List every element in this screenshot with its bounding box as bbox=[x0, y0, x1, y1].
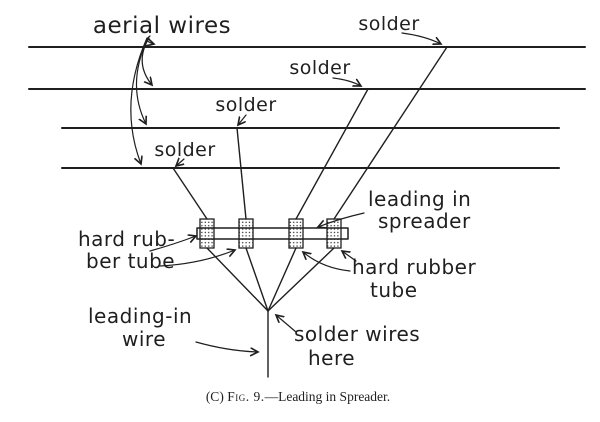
label-hard-rubber-right-line1: hard rubber bbox=[352, 255, 476, 279]
arrow-solder-3 bbox=[238, 114, 247, 125]
arrow-solder-4 bbox=[176, 159, 184, 166]
label-leading-in-spreader-line1: leading in bbox=[368, 187, 471, 211]
rubber-tube-1 bbox=[199, 218, 215, 249]
lead-wire-up-2 bbox=[236, 127, 247, 220]
label-solder-wires-here-line2: here bbox=[308, 346, 355, 370]
figure-caption: (C) Fig. 9.—Leading in Spreader. bbox=[206, 389, 390, 404]
lead-wire-down-3 bbox=[267, 247, 297, 312]
figure-caption-letter: (C) bbox=[206, 389, 227, 404]
lead-wire-down-2 bbox=[245, 247, 269, 312]
rubber-tube-2 bbox=[238, 218, 254, 249]
label-solder-2: solder bbox=[289, 57, 350, 79]
spreader-bar bbox=[196, 227, 349, 240]
arrow-aerial-wires-2 bbox=[141, 37, 152, 85]
lead-wire-up-4 bbox=[333, 46, 448, 220]
label-aerial-wires: aerial wires bbox=[93, 13, 231, 39]
lead-wire-down-1 bbox=[206, 247, 269, 312]
arrow-leading-in-spreader bbox=[318, 212, 365, 227]
arrow-leading-in-wire bbox=[195, 341, 258, 352]
rubber-tube-3 bbox=[288, 218, 304, 249]
lead-wire-up-3 bbox=[295, 88, 369, 220]
label-solder-4: solder bbox=[154, 139, 215, 161]
lead-wire-down-4 bbox=[267, 247, 335, 312]
label-leading-in-spreader-line2: spreader bbox=[378, 209, 471, 233]
label-leading-in-wire-line2: wire bbox=[122, 327, 166, 351]
arrow-hard-rubber-right-2 bbox=[303, 252, 351, 272]
arrow-aerial-wires-4 bbox=[130, 37, 148, 164]
arrow-hard-rubber-right-1 bbox=[342, 251, 357, 262]
arrow-hard-rubber-left-2 bbox=[159, 250, 235, 267]
figure-caption-fig: Fig. 9. bbox=[227, 389, 264, 404]
label-hard-rubber-left-line2: ber tube bbox=[86, 249, 175, 273]
figure-caption-title: —Leading in Spreader. bbox=[264, 389, 391, 404]
label-solder-3: solder bbox=[215, 94, 276, 116]
arrow-hard-rubber-left-1 bbox=[149, 236, 196, 252]
arrow-solder-2 bbox=[332, 77, 361, 86]
label-solder-wires-here-line1: solder wires bbox=[294, 322, 420, 346]
arrow-solder-1 bbox=[401, 32, 441, 44]
label-hard-rubber-left-line1: hard rub- bbox=[78, 227, 175, 251]
label-solder-1: solder bbox=[358, 13, 419, 35]
arrow-aerial-wires-3 bbox=[135, 37, 149, 124]
label-leading-in-wire-line1: leading-in bbox=[88, 304, 192, 328]
label-hard-rubber-right-line2: tube bbox=[370, 278, 418, 302]
arrow-solder-wires-here bbox=[276, 315, 297, 333]
lead-wire-up-1 bbox=[172, 167, 208, 220]
